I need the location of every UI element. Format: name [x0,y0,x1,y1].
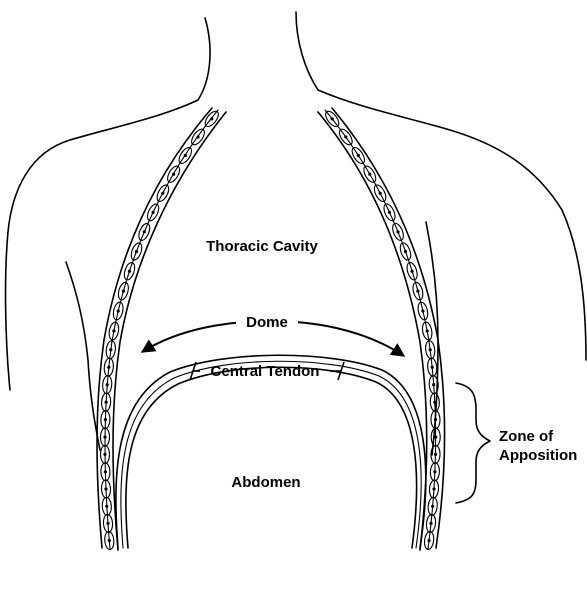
rib-cell-nucleus [433,401,436,404]
diaphragm [116,355,426,548]
rib-cell-nucleus [106,383,109,386]
rib-cell-nucleus [172,173,175,176]
zone-of-apposition-label-line1: Zone of [499,428,554,445]
thoracic-cavity-label: Thoracic Cavity [206,238,318,255]
zone-of-apposition-brace [456,383,490,503]
torso-outline [6,12,586,455]
rib-cell-nucleus [105,401,108,404]
rib-cell-nucleus [109,348,112,351]
rib-cell-nucleus [431,366,434,369]
rib-cell-nucleus [434,436,437,439]
rib-cell-nucleus [128,270,131,273]
rib-cell-nucleus [210,117,213,120]
neck-right-line [296,12,318,90]
rib-cell-nucleus [107,366,110,369]
rib-cell-nucleus [428,539,431,542]
central-tendon-label: Central Tendon [211,363,320,380]
rib-cell-nucleus [344,135,347,138]
rib-cell-nucleus [112,329,115,332]
abdomen-label: Abdomen [231,474,300,491]
dome-label: Dome [246,314,288,331]
right-shoulder-line [318,90,586,360]
zone-of-apposition-label-line2: Apposition [499,447,577,464]
rib-cell-nucleus [432,487,435,490]
rib-cell-nucleus [434,418,437,421]
rib-cell-nucleus [135,250,138,253]
rib-cell-nucleus [105,505,108,508]
left-arm-inner-line [66,262,100,450]
rib-cell-nucleus [416,290,419,293]
rib-cell-nucleus [122,290,125,293]
rib-cell-nucleus [117,309,120,312]
rib-cell-nucleus [104,487,107,490]
neck-left-line [198,18,210,100]
diaphragm-inner-line [126,367,417,548]
rib-cell-nucleus [396,230,399,233]
rib-cell-nucleus [143,230,146,233]
rib-cell-nucleus [429,348,432,351]
rib-cell-nucleus [161,192,164,195]
rib-cell-nucleus [331,117,334,120]
rib-cell-nucleus [103,436,106,439]
rib-cell-nucleus [106,522,109,525]
rib-cell-nucleus [432,383,435,386]
rib-cell-nucleus [433,470,436,473]
rib-cell-nucleus [368,173,371,176]
rib-cell-nucleus [379,192,382,195]
rib-cell-nucleus [103,453,106,456]
diaphragm-mid-line [121,361,421,548]
rib-cell-nucleus [104,470,107,473]
rib-cell-nucleus [434,453,437,456]
rib-cell-nucleus [421,309,424,312]
left-rib-cells [100,109,221,550]
rib-cell-nucleus [196,135,199,138]
rib-cell-nucleus [431,505,434,508]
rib-cell-nucleus [104,418,107,421]
left-shoulder-line [6,100,198,390]
rib-cell-nucleus [429,522,432,525]
rib-cell-nucleus [388,211,391,214]
rib-cell-nucleus [411,270,414,273]
rib-cell-nucleus [152,211,155,214]
rib-cell-nucleus [108,539,111,542]
rib-cell-nucleus [184,154,187,157]
rib-cell-nucleus [404,250,407,253]
rib-cell-nucleus [357,154,360,157]
rib-cell-nucleus [426,329,429,332]
